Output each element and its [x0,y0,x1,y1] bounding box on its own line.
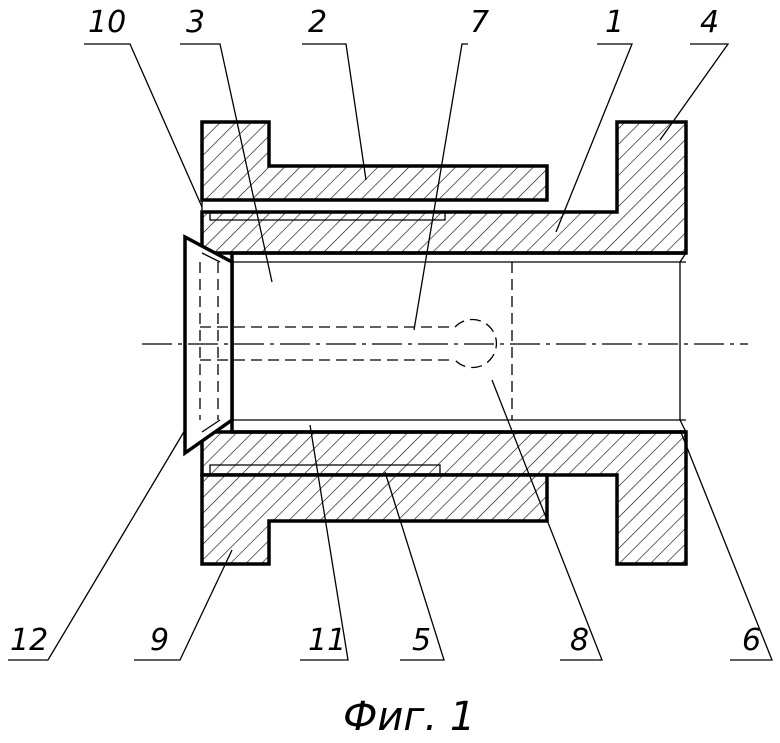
callout-10: 10 [88,5,126,40]
leader-4 [659,43,730,141]
callout-4: 4 [700,5,719,40]
leader-10 [84,43,203,208]
leader-11 [300,424,349,661]
leader-5 [384,471,445,661]
callout-12: 12 [10,623,48,658]
callout-6: 6 [742,623,761,658]
part-7-channel [200,326,455,361]
leader-3 [180,43,273,283]
leader-6 [679,429,773,661]
callout-7: 7 [470,5,489,40]
leader-7 [413,43,468,331]
part-9-sleeve-bottom [200,473,549,566]
bore-right-chamfer-top [679,252,687,263]
part-12-cap [183,234,234,457]
part-2-sleeve-top [200,120,549,202]
callout-11: 11 [308,623,346,658]
leader-12 [8,429,186,661]
cap-chamfer-top [201,252,221,263]
cap-chamfer-bottom [201,419,221,433]
figure-caption: Фиг. 1 [343,694,475,740]
bore-right-chamfer-bottom [679,419,687,433]
part-5-liner-bottom [209,464,441,476]
callout-3: 3 [186,5,205,40]
callout-5: 5 [412,623,431,658]
leader-2 [302,43,367,181]
leader-9 [134,549,233,661]
callout-1: 1 [605,5,624,40]
callout-9: 9 [150,623,169,658]
part-8-hole [454,318,497,369]
leader-1 [555,43,633,233]
callout-2: 2 [308,5,327,40]
leader-8 [491,379,603,661]
callout-8: 8 [570,623,589,658]
